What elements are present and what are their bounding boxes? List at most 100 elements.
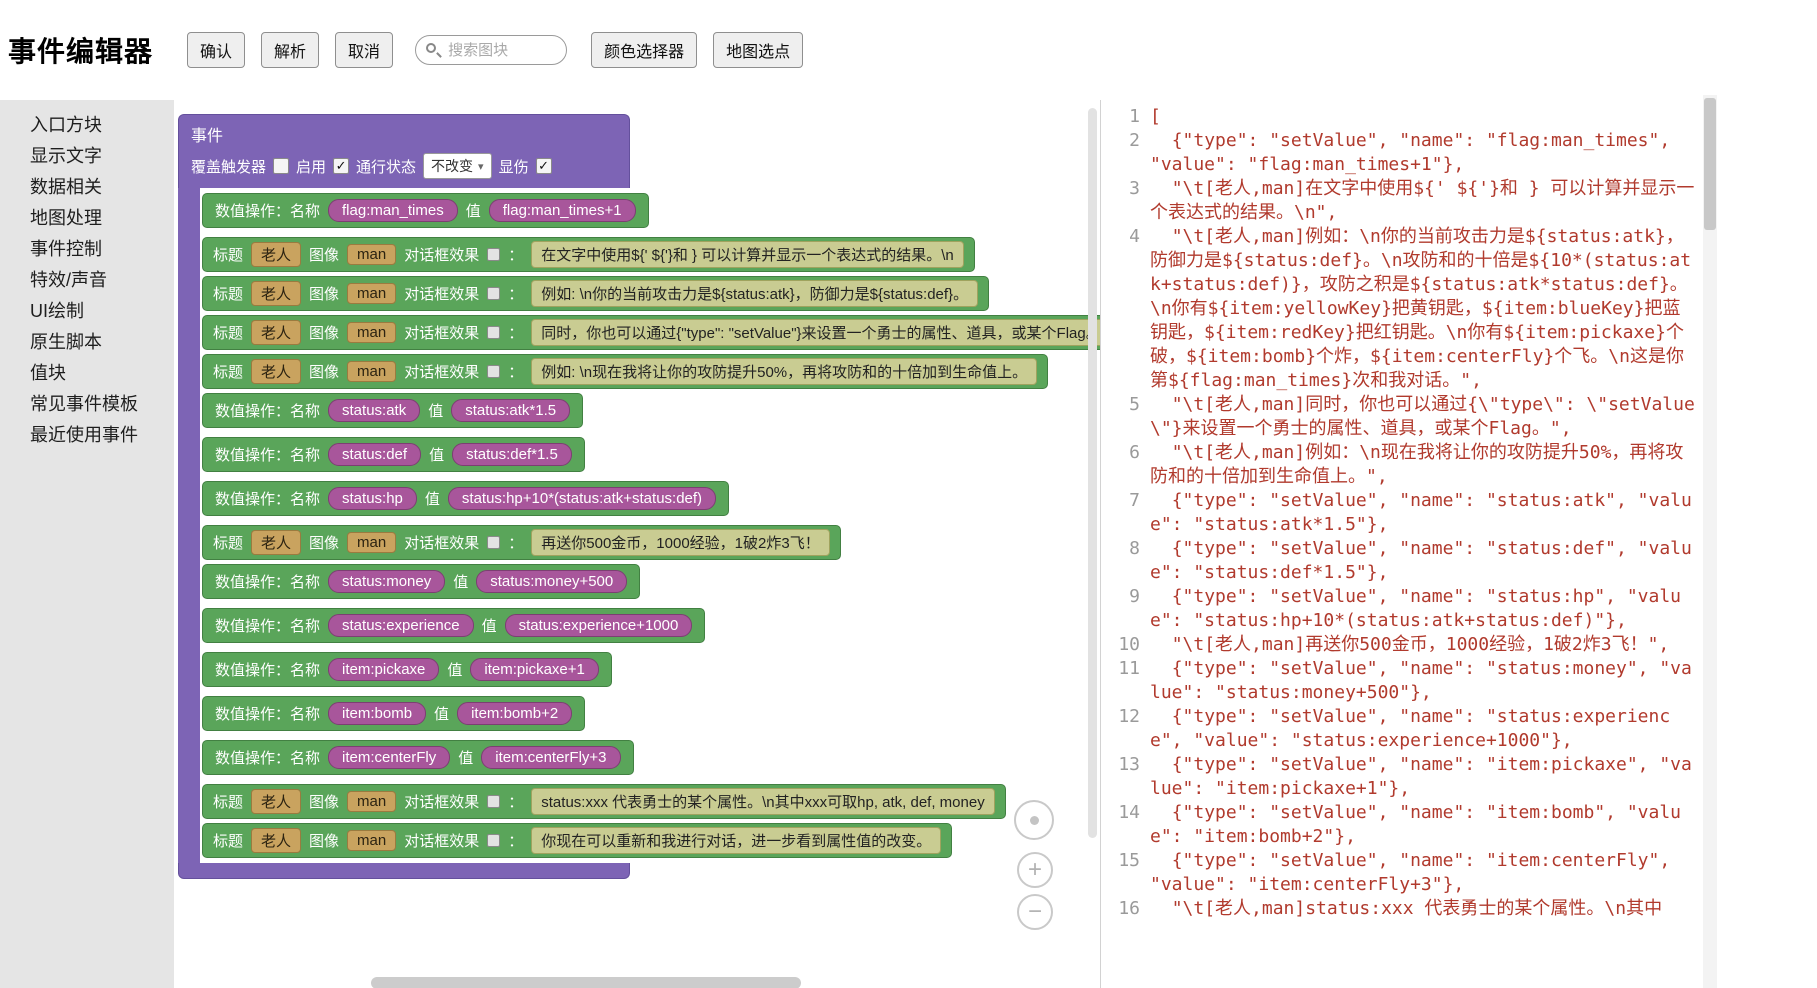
name-field[interactable]: status:money: [328, 570, 446, 593]
image-field[interactable]: man: [347, 361, 397, 382]
line-text[interactable]: {"type": "setValue", "name": "item:bomb"…: [1150, 802, 1682, 847]
pass-state-dropdown[interactable]: 不改变 ▾: [423, 153, 492, 179]
sidebar-item[interactable]: 显示文字: [30, 145, 102, 166]
confirm-button[interactable]: 确认: [187, 32, 246, 68]
enable-checkbox[interactable]: ✓: [333, 158, 350, 174]
name-field[interactable]: item:pickaxe: [328, 658, 440, 681]
sidebar-item[interactable]: 常见事件模板: [30, 393, 138, 414]
sidebar-item[interactable]: 数据相关: [30, 176, 102, 197]
dialog-effect-checkbox[interactable]: [487, 365, 501, 378]
name-field[interactable]: flag:man_times: [328, 199, 458, 222]
line-text[interactable]: "\t[老人,man]同时，你也可以通过{\"type\": \"setValu…: [1150, 394, 1695, 439]
sidebar-item[interactable]: 地图处理: [30, 207, 102, 228]
code-panel[interactable]: 1[2 {"type": "setValue", "name": "flag:m…: [1102, 95, 1717, 988]
sidebar-item[interactable]: 事件控制: [30, 238, 102, 259]
sidebar-item[interactable]: 值块: [30, 362, 66, 383]
zoom-reset-icon[interactable]: [1014, 800, 1054, 840]
line-text[interactable]: "\t[老人,man]例如：\n现在我将让你的攻防提升50%，再将攻防和的十倍加…: [1150, 442, 1684, 487]
sidebar-item[interactable]: 入口方块: [30, 114, 102, 135]
code-scrollbar[interactable]: [1703, 95, 1717, 988]
value-field[interactable]: status:def*1.5: [452, 443, 572, 466]
line-text[interactable]: "\t[老人,man]在文字中使用${' ${'}和 } 可以计算并显示一个表达…: [1150, 178, 1695, 223]
cancel-button[interactable]: 取消: [335, 32, 394, 68]
line-text[interactable]: "\t[老人,man]例如：\n你的当前攻击力是${status:atk}，防御…: [1150, 226, 1692, 391]
line-text[interactable]: {"type": "setValue", "name": "status:exp…: [1150, 706, 1671, 751]
canvas-vertical-scrollbar[interactable]: [1088, 108, 1097, 838]
search-input[interactable]: [415, 35, 568, 65]
sidebar-item[interactable]: UI绘制: [30, 300, 84, 321]
display-damage-checkbox[interactable]: ✓: [535, 158, 552, 174]
canvas-horizontal-scrollbar[interactable]: [371, 977, 801, 988]
dialog-effect-checkbox[interactable]: [487, 287, 501, 300]
title-field[interactable]: 老人: [251, 828, 302, 853]
line-text[interactable]: {"type": "setValue", "name": "status:atk…: [1150, 490, 1692, 535]
text-field[interactable]: 例如: \n你的当前攻击力是${status:atk}，防御力是${status…: [531, 280, 979, 307]
name-field[interactable]: status:atk: [328, 399, 421, 422]
title-field[interactable]: 老人: [251, 320, 302, 345]
text-field[interactable]: 再送你500金币，1000经验，1破2炸3飞！: [531, 529, 830, 556]
code-scrollbar-thumb[interactable]: [1704, 98, 1716, 230]
name-field[interactable]: item:centerFly: [328, 746, 451, 769]
name-field[interactable]: item:bomb: [328, 702, 427, 725]
image-field[interactable]: man: [347, 322, 397, 343]
event-block-header[interactable]: 事件 覆盖触发器 启用 ✓ 通行状态 不改变 ▾ 显伤 ✓: [178, 114, 630, 188]
zoom-in-icon[interactable]: +: [1017, 852, 1053, 888]
image-field[interactable]: man: [347, 244, 397, 265]
value-field[interactable]: flag:man_times+1: [488, 199, 636, 222]
line-text[interactable]: {"type": "setValue", "name": "status:def…: [1150, 538, 1692, 583]
dialog-effect-checkbox[interactable]: [487, 536, 501, 549]
line-text[interactable]: "\t[老人,man]status:xxx 代表勇士的某个属性。\n其中: [1150, 898, 1663, 919]
sidebar-item[interactable]: 特效/声音: [30, 269, 108, 290]
override-trigger-checkbox[interactable]: [273, 158, 290, 174]
title-field[interactable]: 老人: [251, 281, 302, 306]
value-field[interactable]: item:pickaxe+1: [470, 658, 599, 681]
title-field[interactable]: 老人: [251, 242, 302, 267]
image-field[interactable]: man: [347, 532, 397, 553]
line-text[interactable]: {"type": "setValue", "name": "status:hp"…: [1150, 586, 1682, 631]
name-field[interactable]: status:experience: [328, 614, 474, 637]
line-text[interactable]: {"type": "setValue", "name": "item:picka…: [1150, 754, 1692, 799]
line-text[interactable]: {"type": "setValue", "name": "status:mon…: [1150, 658, 1692, 703]
line-text[interactable]: [: [1150, 106, 1161, 127]
text-field[interactable]: 例如: \n现在我将让你的攻防提升50%，再将攻防和的十倍加到生命值上。: [531, 358, 1038, 385]
zoom-out-icon[interactable]: −: [1017, 894, 1053, 930]
name-field[interactable]: status:hp: [328, 487, 417, 510]
text-field[interactable]: 同时，你也可以通过{"type": "setValue"}来设置一个勇士的属性、…: [531, 319, 1100, 346]
dialog-effect-checkbox[interactable]: [487, 795, 501, 808]
value-field[interactable]: item:centerFly+3: [481, 746, 621, 769]
title-field[interactable]: 老人: [251, 530, 302, 555]
value-field[interactable]: status:money+500: [476, 570, 628, 593]
text-field[interactable]: 你现在可以重新和我进行对话，进一步看到属性值的改变。: [531, 827, 942, 854]
image-field[interactable]: man: [347, 830, 397, 851]
image-field[interactable]: man: [347, 791, 397, 812]
text-field[interactable]: 在文字中使用${' ${'}和 } 可以计算并显示一个表达式的结果。\n: [531, 241, 964, 268]
color-picker-button[interactable]: 颜色选择器: [591, 32, 698, 68]
value-field[interactable]: status:experience+1000: [504, 614, 693, 637]
line-text[interactable]: {"type": "setValue", "name": "item:cente…: [1150, 850, 1682, 895]
line-text[interactable]: {"type": "setValue", "name": "flag:man_t…: [1150, 130, 1682, 175]
map-pick-button[interactable]: 地图选点: [713, 32, 804, 68]
text-field[interactable]: status:xxx 代表勇士的某个属性。\n其中xxx可取hp, atk, d…: [531, 788, 995, 815]
line-text[interactable]: "\t[老人,man]再送你500金币，1000经验，1破2炸3飞！",: [1150, 634, 1670, 655]
name-field[interactable]: status:def: [328, 443, 422, 466]
image-field[interactable]: man: [347, 283, 397, 304]
sidebar-item[interactable]: 原生脚本: [30, 331, 102, 352]
dialog-effect-checkbox[interactable]: [487, 326, 501, 339]
dialog-effect-checkbox[interactable]: [487, 834, 501, 847]
